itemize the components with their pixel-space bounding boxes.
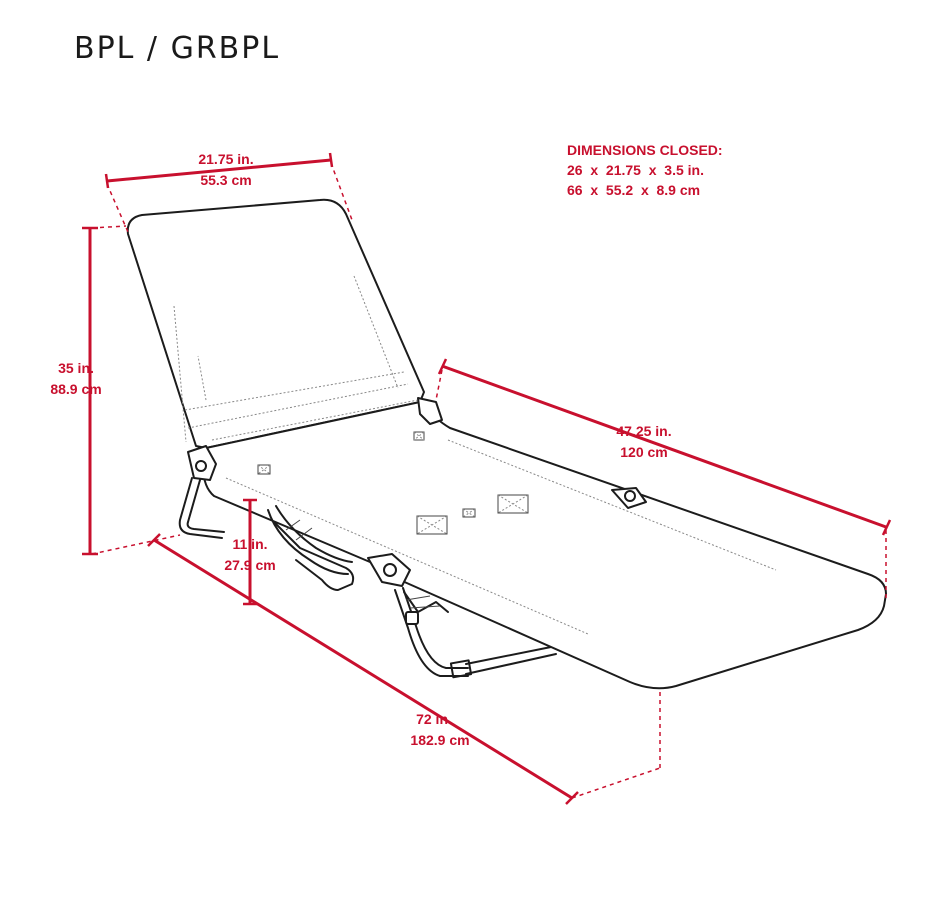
carry-strap: [267, 505, 353, 575]
hinge-adjusters: [187, 397, 647, 625]
seat-length-dimension-line: [441, 364, 887, 529]
seat-bed: [202, 401, 887, 690]
seat-length-metric-label: 120 cm: [620, 444, 667, 460]
width-metric-label: 55.3 cm: [200, 172, 251, 188]
seat-length-imperial-label: 47.25 in.: [616, 423, 671, 439]
closed-dimensions-heading: DIMENSIONS CLOSED:: [567, 142, 723, 158]
total-length-imperial-label: 72 in.: [416, 711, 452, 727]
seat-height-metric-label: 27.9 cm: [224, 557, 275, 573]
seat-height-imperial-label: 11 in.: [232, 536, 267, 552]
model-title: BPL / GRBPL: [74, 31, 280, 66]
back-height-metric-label: 88.9 cm: [50, 381, 101, 397]
frame-legs: [178, 477, 557, 679]
back-height-imperial-label: 35 in.: [58, 360, 94, 376]
lounger-illustration: [126, 198, 887, 690]
backrest: [126, 198, 425, 449]
closed-dimensions-metric: 66 x 55.2 x 8.9 cm: [567, 182, 700, 198]
total-length-metric-label: 182.9 cm: [410, 732, 469, 748]
closed-dimensions-block: DIMENSIONS CLOSED: 26 x 21.75 x 3.5 in. …: [567, 142, 723, 198]
closed-dimensions-imperial: 26 x 21.75 x 3.5 in.: [567, 162, 704, 178]
width-dimension-line: [106, 158, 332, 183]
total-length-dimension-line: [153, 538, 573, 800]
dimension-labels: 21.75 in. 55.3 cm 35 in. 88.9 cm 11 in. …: [50, 151, 671, 748]
vent-patches: [257, 431, 529, 535]
width-imperial-label: 21.75 in.: [198, 151, 253, 167]
dimension-lines: [82, 152, 892, 805]
